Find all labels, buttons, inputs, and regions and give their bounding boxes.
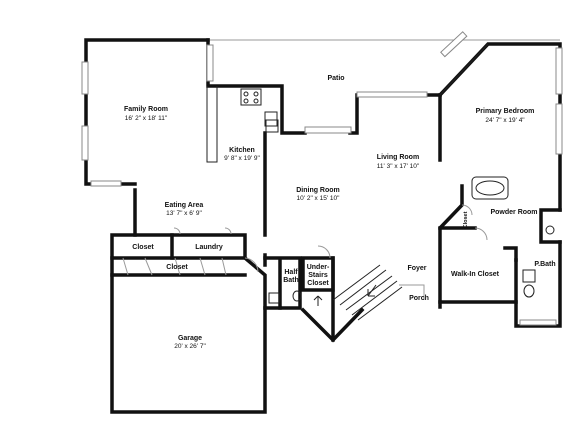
foyer-label: Foyer bbox=[407, 265, 426, 272]
eating-area-dims: 13' 7" x 6' 9" bbox=[166, 210, 202, 217]
dining-room-dims: 10' 2" x 15' 10" bbox=[297, 195, 341, 202]
kitchen-label: Kitchen bbox=[229, 147, 255, 154]
stair-arrow-icon bbox=[367, 284, 377, 297]
garage-label: Garage bbox=[178, 335, 202, 342]
walk-in-closet-label: Walk-In Closet bbox=[451, 271, 500, 278]
powder-room-label: Powder Room bbox=[490, 209, 537, 216]
closet-2-label: Closet bbox=[166, 264, 188, 271]
half-bath-label-2: Bath bbox=[283, 277, 299, 284]
primary-bedroom-dims: 24' 7" x 19' 4" bbox=[485, 117, 525, 124]
family-room-dims: 16' 2" x 18' 11" bbox=[125, 115, 168, 122]
fixtures bbox=[122, 88, 555, 321]
closet-1-label: Closet bbox=[132, 244, 154, 251]
under-stairs-label-3: Closet bbox=[307, 280, 329, 287]
eating-area-label: Eating Area bbox=[165, 202, 204, 209]
patio-label: Patio bbox=[327, 75, 344, 82]
living-room-label: Living Room bbox=[377, 154, 419, 161]
porch-label: Porch bbox=[409, 295, 429, 302]
under-stairs-label-2: Stairs bbox=[308, 272, 328, 279]
family-room-label: Family Room bbox=[124, 106, 168, 113]
closet-small-label: Closet bbox=[463, 211, 469, 228]
kitchen-dims: 9' 8" x 19' 9" bbox=[224, 155, 260, 162]
windows bbox=[81, 31, 563, 326]
living-room-dims: 11' 3" x 17' 10" bbox=[377, 163, 420, 170]
garage-dims: 20' x 26' 7" bbox=[174, 343, 206, 350]
under-stairs-arrow-icon bbox=[313, 295, 323, 306]
under-stairs-label-1: Under- bbox=[307, 264, 330, 271]
primary-bedroom-label: Primary Bedroom bbox=[476, 108, 535, 115]
dining-room-label: Dining Room bbox=[296, 187, 340, 194]
laundry-label: Laundry bbox=[195, 244, 223, 251]
p-bath-label: P.Bath bbox=[534, 261, 555, 268]
room-labels: Patio Family Room 16' 2" x 18' 11" Kitch… bbox=[124, 75, 556, 350]
half-bath-label-1: Half bbox=[284, 269, 298, 276]
walls bbox=[84, 38, 562, 414]
